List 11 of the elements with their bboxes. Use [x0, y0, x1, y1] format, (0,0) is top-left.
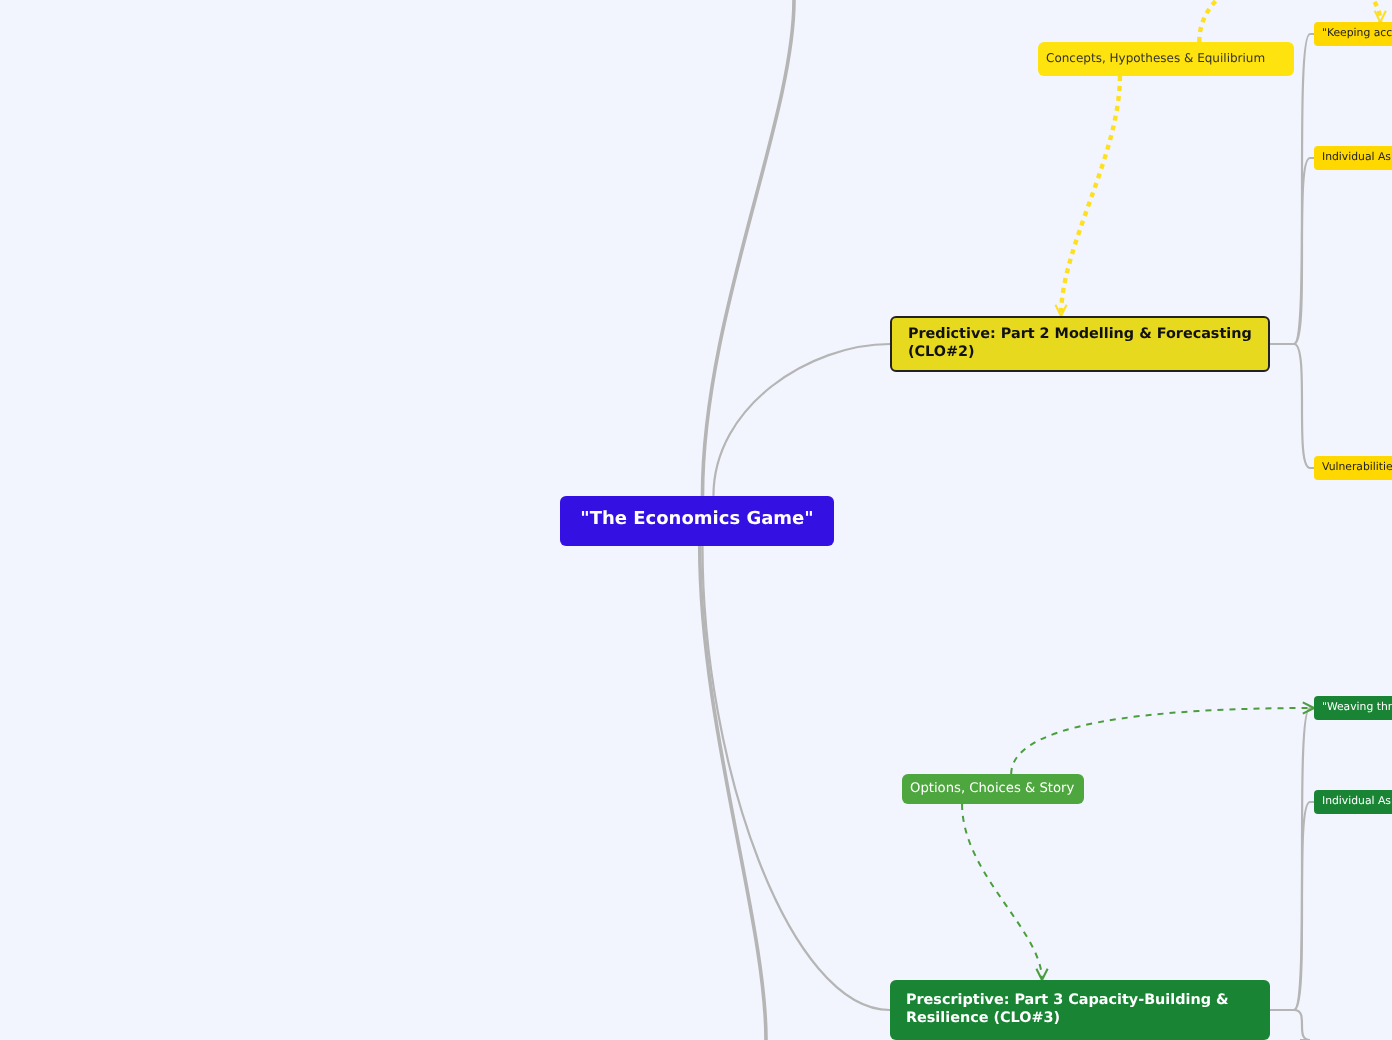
arrow	[1197, 0, 1385, 43]
central-topic: "The Economics Game"	[560, 496, 834, 546]
branch-line	[700, 0, 796, 497]
arrow	[961, 803, 1048, 982]
branch-line	[697, 545, 768, 1040]
branch-line	[712, 342, 891, 497]
arrow	[1010, 701, 1316, 775]
branch-line	[1270, 342, 1314, 470]
branch-line	[1270, 1008, 1312, 1040]
arrow	[1055, 75, 1123, 318]
branch-line	[701, 545, 891, 1012]
